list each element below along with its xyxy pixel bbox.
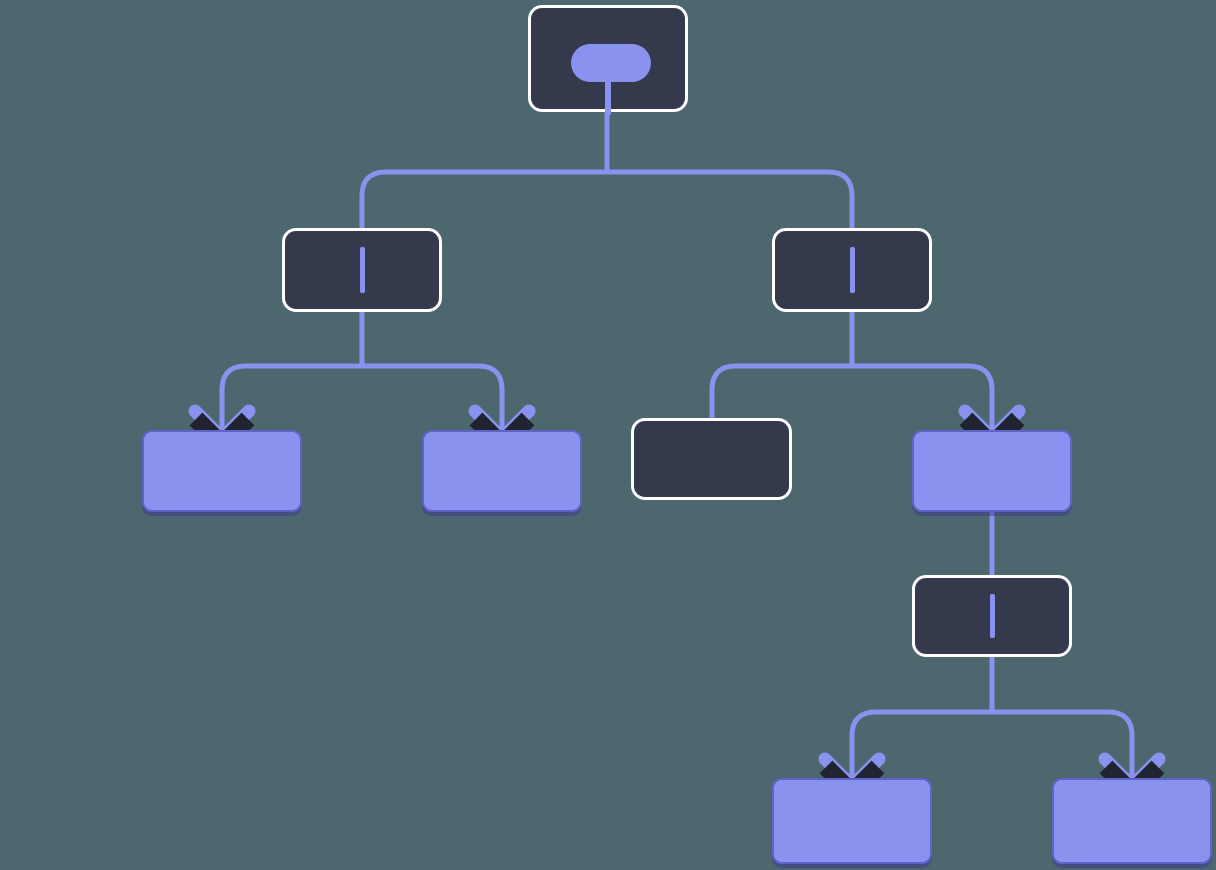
- node-level2-right[interactable]: [772, 228, 932, 312]
- node-level2-left[interactable]: [282, 228, 442, 312]
- node-leaf-b[interactable]: [422, 430, 582, 512]
- edge-root-to-l2-right: [607, 169, 855, 230]
- node-empty-c[interactable]: [631, 418, 792, 500]
- root-pill-icon: [571, 44, 651, 82]
- edge-root-to-l2-left: [359, 169, 607, 230]
- root-stem-icon: [605, 78, 611, 115]
- node-branch-d[interactable]: [912, 430, 1072, 512]
- node-inner-line: [989, 594, 995, 638]
- node-level4[interactable]: [912, 575, 1072, 657]
- node-leaf-a[interactable]: [142, 430, 302, 512]
- node-inner-line: [849, 247, 855, 293]
- node-leaf-e[interactable]: [772, 778, 932, 864]
- node-inner-line: [359, 247, 365, 293]
- node-root[interactable]: [528, 5, 688, 115]
- edge-l2-right-to-c: [709, 363, 852, 420]
- node-leaf-f[interactable]: [1052, 778, 1212, 864]
